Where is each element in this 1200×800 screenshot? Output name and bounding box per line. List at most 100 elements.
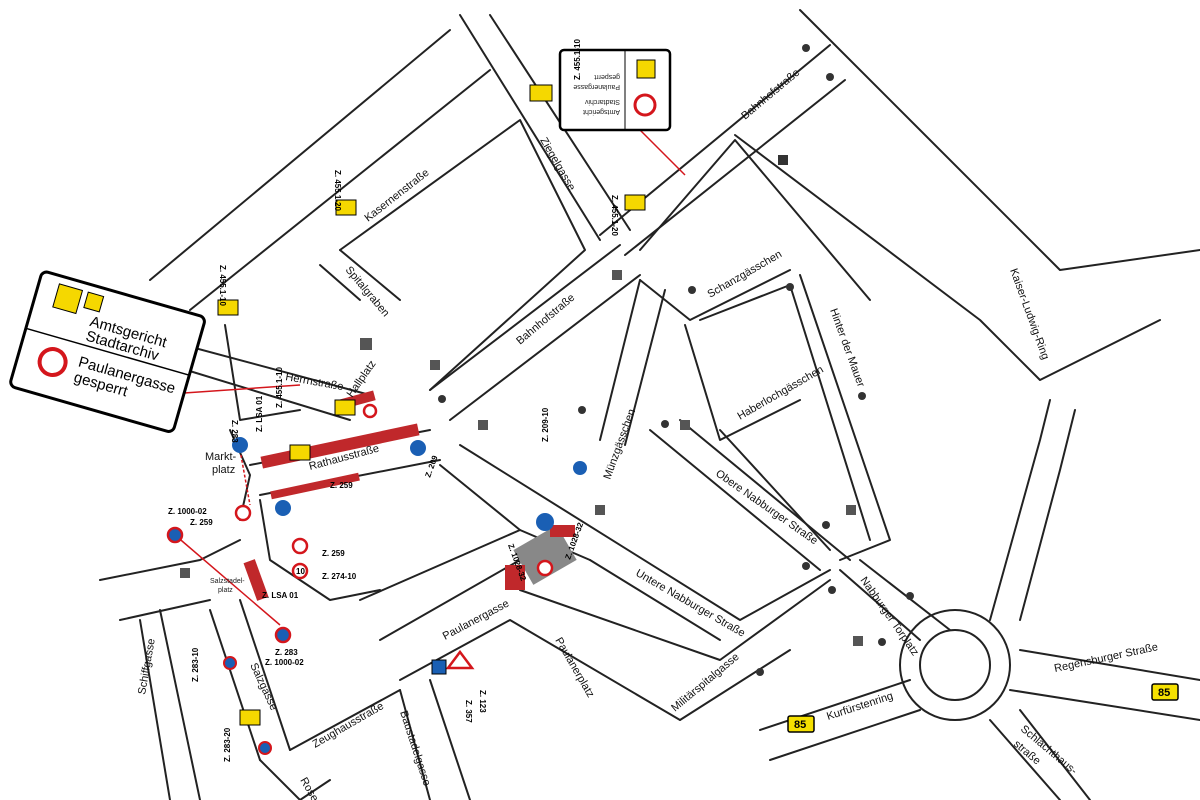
existing-sign-marker-11 bbox=[661, 420, 669, 428]
road-spitalgraben-a bbox=[319, 264, 361, 301]
road-bahnhofstrasse-e bbox=[449, 274, 641, 421]
svg-text:Z. 283: Z. 283 bbox=[230, 420, 239, 443]
svg-text:Z. 283: Z. 283 bbox=[275, 648, 298, 657]
svg-text:Z. 259: Z. 259 bbox=[330, 481, 353, 490]
existing-sign-marker-20 bbox=[680, 420, 690, 430]
speed-limit-icon bbox=[291, 562, 309, 580]
svg-text:Z. 455.1-10: Z. 455.1-10 bbox=[573, 39, 582, 80]
existing-sign-marker-21 bbox=[595, 505, 605, 515]
existing-sign-marker-10 bbox=[578, 406, 586, 414]
svg-text:10: 10 bbox=[296, 567, 305, 576]
svg-text:Z. LSA 01: Z. LSA 01 bbox=[255, 395, 264, 432]
existing-sign-marker-14 bbox=[786, 283, 794, 291]
label-salzstadelplatz-1: Salzstadel- bbox=[210, 578, 245, 585]
svg-text:Z. 209: Z. 209 bbox=[423, 454, 439, 479]
road-west-a bbox=[99, 539, 241, 581]
road-schlacht-a bbox=[989, 719, 1061, 800]
road-zeug-b bbox=[259, 759, 301, 800]
roundabout-outer bbox=[899, 609, 1011, 721]
road-west-b bbox=[119, 599, 211, 621]
route-badge-85-left: 85 bbox=[787, 715, 815, 733]
road-ring-b bbox=[734, 134, 1161, 381]
road-obere-nabb-a bbox=[649, 429, 821, 571]
svg-text:Z. 283-10: Z. 283-10 bbox=[191, 647, 200, 682]
svg-text:85: 85 bbox=[794, 719, 806, 731]
road-herrnstrasse-s bbox=[169, 364, 351, 421]
prohibition-icon-2 bbox=[291, 537, 309, 555]
svg-text:Z. 259: Z. 259 bbox=[322, 549, 345, 558]
svg-text:Z. 123: Z. 123 bbox=[478, 690, 487, 713]
barrier-a bbox=[505, 565, 525, 590]
road-regensburger-a bbox=[1019, 649, 1200, 681]
mandatory-direction-icon-4 bbox=[536, 513, 554, 531]
road-schanz-a bbox=[639, 139, 871, 301]
no-entry-circle-icon-top bbox=[633, 93, 657, 117]
road-ring-a bbox=[799, 9, 1200, 271]
road-schanz-b bbox=[639, 269, 791, 321]
existing-sign-marker-13 bbox=[688, 286, 696, 294]
road-untere-nabb-s bbox=[439, 464, 521, 531]
svg-text:Z. LSA 01: Z. LSA 01 bbox=[262, 591, 299, 600]
detour-sign-large: Amtsgericht Stadtarchiv Paulanergasse ge… bbox=[9, 270, 206, 433]
svg-text:Z. 209-10: Z. 209-10 bbox=[541, 407, 550, 442]
mandatory-direction-icon-1 bbox=[232, 437, 248, 453]
road-block-a bbox=[339, 119, 586, 391]
svg-text:85: 85 bbox=[1158, 687, 1170, 699]
route-badge-85-right: 85 bbox=[1151, 683, 1179, 701]
yellow-detour-sign-1 bbox=[529, 84, 553, 102]
existing-sign-marker-19 bbox=[478, 420, 488, 430]
svg-text:Z. 259: Z. 259 bbox=[190, 518, 213, 527]
roadworks-warning-icon bbox=[445, 649, 475, 670]
road-untere-nabb-n bbox=[459, 444, 831, 621]
no-stopping-icon-1 bbox=[166, 526, 184, 544]
construction-untere-nabburger bbox=[513, 525, 577, 585]
existing-sign-marker-7 bbox=[828, 586, 836, 594]
yellow-detour-sign-4 bbox=[217, 299, 239, 316]
road-ring-d bbox=[1019, 409, 1076, 621]
traffic-signs: 10 bbox=[166, 44, 914, 755]
label-kasernenstrasse: Kasernenstraße bbox=[362, 167, 431, 225]
no-entry-circle-icon bbox=[37, 347, 68, 378]
label-schiffgasse: Schiffgasse bbox=[136, 638, 158, 696]
no-entry-icon-1 bbox=[234, 504, 252, 522]
detour-arrow-icon bbox=[52, 283, 84, 315]
road-zeug-a bbox=[289, 689, 401, 751]
mandatory-direction-icon-3 bbox=[275, 500, 291, 516]
road-bahnhofstrasse-w bbox=[429, 244, 621, 391]
roundabout-inner bbox=[919, 629, 991, 701]
yellow-signs: Z. 455.1-10 Z. 455.1-20 Z. 455.1-20 Z. 4… bbox=[217, 39, 646, 726]
yellow-detour-sign-5 bbox=[289, 444, 311, 461]
mandatory-direction-icon-5 bbox=[573, 461, 587, 475]
prohibition-icon-4 bbox=[536, 559, 554, 577]
detour-lines bbox=[154, 129, 686, 626]
road-paulaner-b bbox=[379, 559, 521, 641]
svg-text:Z. 455.1-20: Z. 455.1-20 bbox=[610, 195, 619, 236]
detour-sign-top: Amtsgericht Stadtarchiv Paulanergasse ge… bbox=[558, 48, 672, 132]
road-schanz-c bbox=[684, 324, 801, 441]
svg-text:Z. 1000-02: Z. 1000-02 bbox=[168, 507, 207, 516]
road-militaer-b bbox=[679, 649, 791, 721]
label-kurfuerstenring: Kurfürstenring bbox=[825, 690, 894, 723]
road-muenz-b bbox=[624, 289, 666, 446]
existing-sign-marker-22 bbox=[846, 505, 856, 515]
existing-sign-marker-15 bbox=[778, 155, 788, 165]
road-herrnstrasse-n bbox=[164, 339, 371, 396]
road-hinter-mauer bbox=[799, 274, 891, 561]
top-sign-line3: Paulanergasse bbox=[573, 83, 620, 90]
road-baustadel-a bbox=[399, 689, 431, 800]
svg-text:Z. 455.1-10: Z. 455.1-10 bbox=[275, 367, 284, 408]
construction-salzstadel bbox=[243, 559, 269, 601]
existing-sign-marker-1 bbox=[802, 44, 810, 52]
road-kasernenstrasse-s bbox=[189, 69, 491, 311]
existing-sign-marker-8 bbox=[878, 638, 886, 646]
top-sign-line2: Stadtarchiv bbox=[584, 98, 620, 105]
road-muenz-a bbox=[599, 279, 641, 441]
existing-sign-marker-24 bbox=[180, 568, 190, 578]
road-torplatz-a bbox=[839, 569, 921, 641]
existing-sign-marker-16 bbox=[360, 338, 372, 350]
construction-rathaus-s bbox=[270, 472, 360, 500]
road-ziegelgasse-w bbox=[459, 14, 601, 241]
svg-text:Z. 455.1-20: Z. 455.1-20 bbox=[333, 170, 342, 211]
road-salz-a bbox=[209, 609, 261, 761]
